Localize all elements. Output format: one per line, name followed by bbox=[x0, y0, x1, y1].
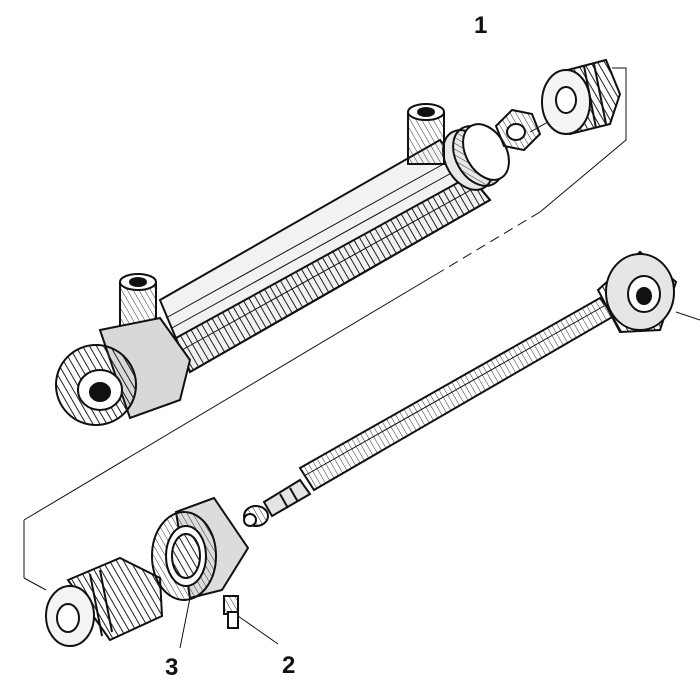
threaded-collar-part bbox=[151, 496, 250, 649]
barrel-clevis-eye bbox=[55, 316, 192, 426]
barrel-threaded-end bbox=[442, 123, 510, 191]
callout-number-3: 3 bbox=[165, 654, 179, 681]
grease-fitting-part bbox=[223, 595, 279, 645]
callout-number-1: 1 bbox=[474, 12, 488, 39]
cylinder-barrel bbox=[158, 138, 492, 374]
rod-eye bbox=[596, 250, 700, 334]
cylinder-end-cap bbox=[541, 58, 622, 136]
piston-rod bbox=[262, 296, 616, 518]
assembly-guide-lines bbox=[23, 67, 627, 591]
gland-nut-part bbox=[494, 108, 542, 152]
callout-number-2: 2 bbox=[282, 652, 296, 679]
piston-tip bbox=[243, 505, 269, 527]
barrel-port-rear bbox=[407, 103, 445, 165]
piston-bush bbox=[45, 556, 164, 647]
